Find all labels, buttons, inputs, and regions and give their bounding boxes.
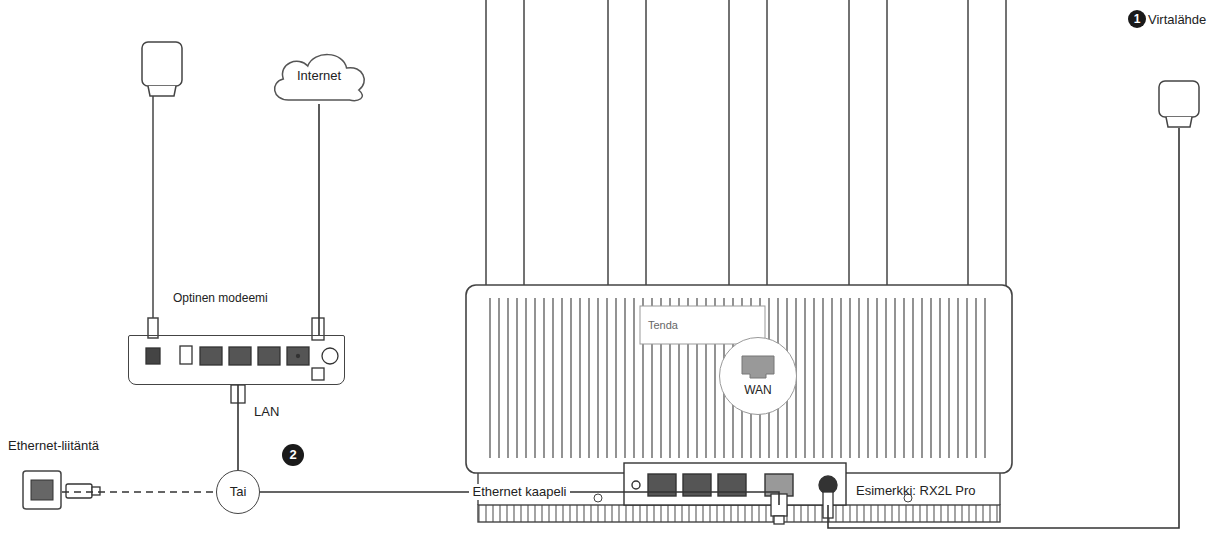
optical-modem: Optinen modeemi xyxy=(128,335,345,385)
router-port-panel xyxy=(765,474,793,496)
node-text: Optinen modeemi xyxy=(173,290,268,306)
router-port-panel xyxy=(683,474,711,496)
node-text: Ethernet-liitäntä xyxy=(8,438,99,454)
router-port-panel xyxy=(624,463,846,505)
router-antennas xyxy=(729,0,767,296)
router-antennas xyxy=(968,0,1006,296)
port-icon xyxy=(742,356,774,378)
modem-ports xyxy=(312,368,324,380)
router-port-panel xyxy=(819,476,837,494)
cable-line xyxy=(62,491,216,493)
node-text: Tai xyxy=(230,484,247,500)
router-port-panel xyxy=(624,463,846,505)
lan-plug xyxy=(231,385,245,403)
router-body xyxy=(488,298,988,458)
modem-ports xyxy=(146,318,338,380)
brand-label: Tenda xyxy=(648,317,678,333)
modem-ports xyxy=(229,347,251,365)
router-antennas xyxy=(486,0,1006,296)
modem-ports xyxy=(312,318,324,340)
router-body xyxy=(466,285,1012,522)
router-antennas xyxy=(849,0,887,296)
router-port-panel xyxy=(648,474,676,496)
ethernet-socket-outline xyxy=(22,470,62,510)
modem-power-adapter xyxy=(142,42,182,86)
lan-plug xyxy=(231,385,245,403)
node-text: WAN xyxy=(744,382,772,398)
router-body xyxy=(999,473,1000,505)
router-antennas xyxy=(486,0,524,296)
modem-ports xyxy=(322,348,338,364)
internet-cloud: Internet xyxy=(268,48,370,104)
socket-plug xyxy=(66,484,92,498)
modem-power-adapter xyxy=(148,86,176,96)
cable-plugs xyxy=(774,516,784,524)
cable-plugs xyxy=(771,492,833,524)
modem-ports xyxy=(258,347,280,365)
adapter-body xyxy=(1166,117,1192,127)
socket-plate xyxy=(23,471,61,509)
callout-number: 1 xyxy=(1128,10,1146,28)
modem-ports xyxy=(200,347,222,365)
router-body xyxy=(478,505,1000,522)
ethernet-socket: Ethernet-liitäntä xyxy=(22,470,62,510)
wan-callout: WAN xyxy=(719,337,797,415)
modem-ports xyxy=(297,355,300,358)
node-text: Esimerkki: RX2L Pro xyxy=(856,483,975,499)
router-port-panel xyxy=(718,474,746,496)
socket-plug xyxy=(92,487,100,495)
router-body xyxy=(594,494,602,502)
callout-number: 2 xyxy=(282,444,304,466)
power-adapter: Virtalähde xyxy=(1158,80,1200,128)
or-circle: Tai xyxy=(216,470,260,514)
port-icon xyxy=(740,354,776,380)
router: Esimerkki: RX2L Pro WAN xyxy=(466,285,1012,505)
adapter-body xyxy=(1159,81,1199,117)
cable-plugs xyxy=(771,494,787,516)
socket-plug xyxy=(66,484,100,498)
cable-line xyxy=(318,104,320,335)
socket-port xyxy=(31,480,53,500)
modem-power-adapter xyxy=(152,96,154,335)
edge-label: Ethernet kaapeli xyxy=(469,484,571,500)
router-port-panel xyxy=(632,481,640,489)
node-text: Internet xyxy=(297,68,341,84)
cable-line xyxy=(237,385,239,470)
modem-ports xyxy=(287,347,309,365)
cloud-shape xyxy=(275,55,365,101)
node-text: Virtalähde xyxy=(1148,12,1206,28)
modem-ports xyxy=(180,346,192,364)
power-adapter-outline xyxy=(1158,80,1200,128)
modem-ports xyxy=(146,348,160,364)
cable-plugs xyxy=(823,492,833,518)
cable-line xyxy=(828,128,1179,528)
port-label: LAN xyxy=(254,404,279,420)
router-antennas xyxy=(608,0,646,296)
router-body xyxy=(466,285,1012,473)
